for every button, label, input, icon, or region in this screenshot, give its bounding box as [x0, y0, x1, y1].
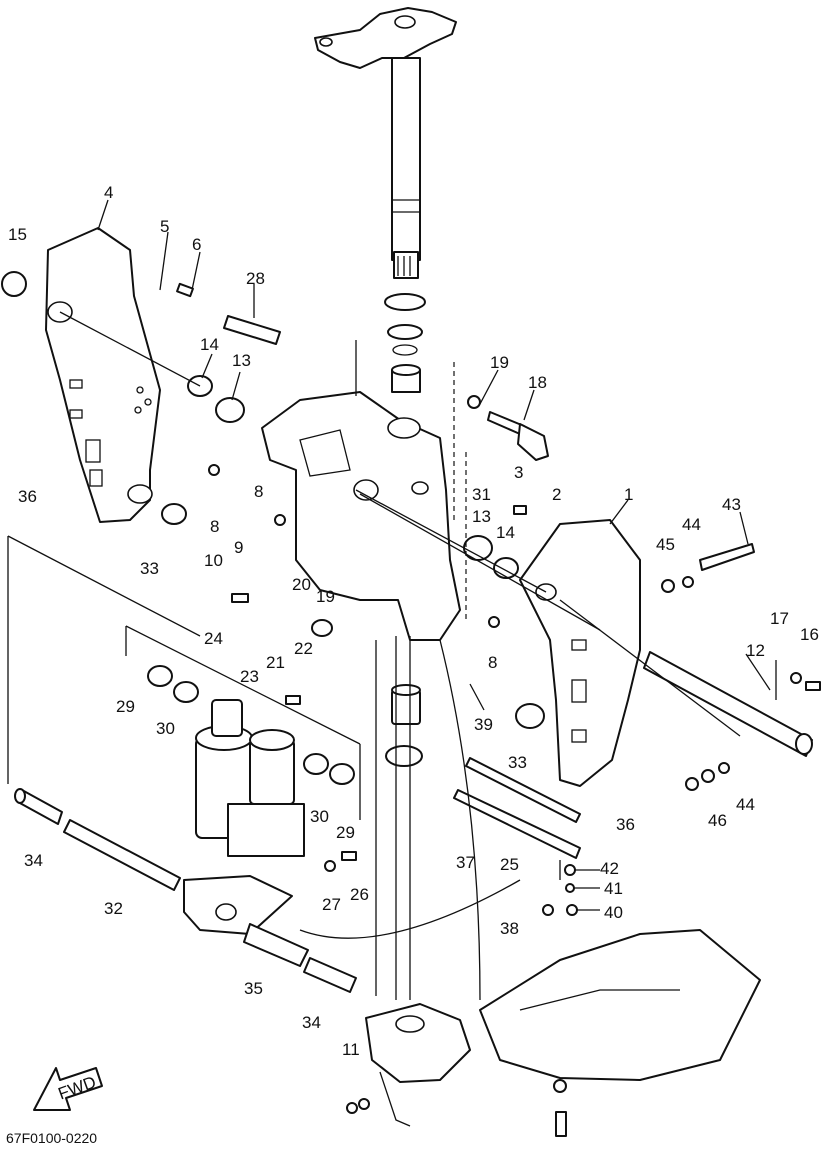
callout-24: 24 — [204, 629, 223, 648]
callout-19b: 19 — [316, 587, 335, 606]
callout-46: 46 — [708, 811, 727, 830]
small-hardware — [176, 282, 821, 1137]
callout-labels: 1 2 3 4 5 6 8 8 8 9 10 11 12 13 13 14 14… — [8, 183, 819, 1059]
callout-8a: 8 — [210, 517, 219, 536]
callout-9: 9 — [234, 538, 243, 557]
diagram-code: 67F0100-0220 — [6, 1130, 98, 1146]
callout-36a: 36 — [18, 487, 37, 506]
callout-30b: 30 — [310, 807, 329, 826]
callout-35: 35 — [244, 979, 263, 998]
callout-42: 42 — [600, 859, 619, 878]
left-clamp-bracket — [45, 227, 161, 523]
callout-13a: 13 — [232, 351, 251, 370]
callout-25: 25 — [500, 855, 519, 874]
callout-43: 43 — [722, 495, 741, 514]
callout-29b: 29 — [336, 823, 355, 842]
callout-34b: 34 — [302, 1013, 321, 1032]
callout-15: 15 — [8, 225, 27, 244]
callout-16: 16 — [800, 625, 819, 644]
fwd-label: FWD — [56, 1072, 99, 1103]
bushings — [1, 271, 545, 785]
steering-shaft-part — [314, 7, 457, 279]
callout-4: 4 — [104, 183, 113, 202]
callout-8b: 8 — [254, 482, 263, 501]
callout-33b: 33 — [508, 753, 527, 772]
callout-22: 22 — [294, 639, 313, 658]
callout-2: 2 — [552, 485, 561, 504]
callout-18: 18 — [528, 373, 547, 392]
swivel-bracket — [261, 391, 461, 641]
callout-21: 21 — [266, 653, 285, 672]
callout-8c: 8 — [488, 653, 497, 672]
callout-39: 39 — [474, 715, 493, 734]
callout-28: 28 — [246, 269, 265, 288]
callout-1: 1 — [624, 485, 633, 504]
callout-19a: 19 — [490, 353, 509, 372]
callout-30a: 30 — [156, 719, 175, 738]
callout-41: 41 — [604, 879, 623, 898]
callout-10: 10 — [204, 551, 223, 570]
lower-shaft-and-mount — [365, 684, 471, 1127]
callout-20: 20 — [292, 575, 311, 594]
callout-6: 6 — [192, 235, 201, 254]
callout-12: 12 — [746, 641, 765, 660]
callout-34a: 34 — [24, 851, 43, 870]
callout-37: 37 — [456, 853, 475, 872]
fwd-arrow: FWD — [33, 1067, 103, 1111]
callout-17: 17 — [770, 609, 789, 628]
callout-3: 3 — [514, 463, 523, 482]
lower-plates — [453, 757, 581, 859]
callout-40: 40 — [604, 903, 623, 922]
callout-31: 31 — [472, 485, 491, 504]
callout-44a: 44 — [682, 515, 701, 534]
callout-38: 38 — [500, 919, 519, 938]
callout-45: 45 — [656, 535, 675, 554]
callout-29a: 29 — [116, 697, 135, 716]
tilt-cylinder-assembly — [183, 699, 305, 935]
shaft-washers — [384, 293, 426, 393]
callout-44b: 44 — [736, 795, 755, 814]
callout-14a: 14 — [200, 335, 219, 354]
callout-13b: 13 — [472, 507, 491, 526]
callout-5: 5 — [160, 217, 169, 236]
callout-11: 11 — [342, 1040, 360, 1059]
callout-23: 23 — [240, 667, 259, 686]
bottom-cowling — [479, 929, 761, 1081]
callout-26: 26 — [350, 885, 369, 904]
callout-27: 27 — [322, 895, 341, 914]
callout-33a: 33 — [140, 559, 159, 578]
callout-14b: 14 — [496, 523, 515, 542]
callout-36b: 36 — [616, 815, 635, 834]
callout-32: 32 — [104, 899, 123, 918]
pins-and-sleeves — [14, 315, 813, 993]
right-clamp-bracket — [519, 519, 641, 787]
